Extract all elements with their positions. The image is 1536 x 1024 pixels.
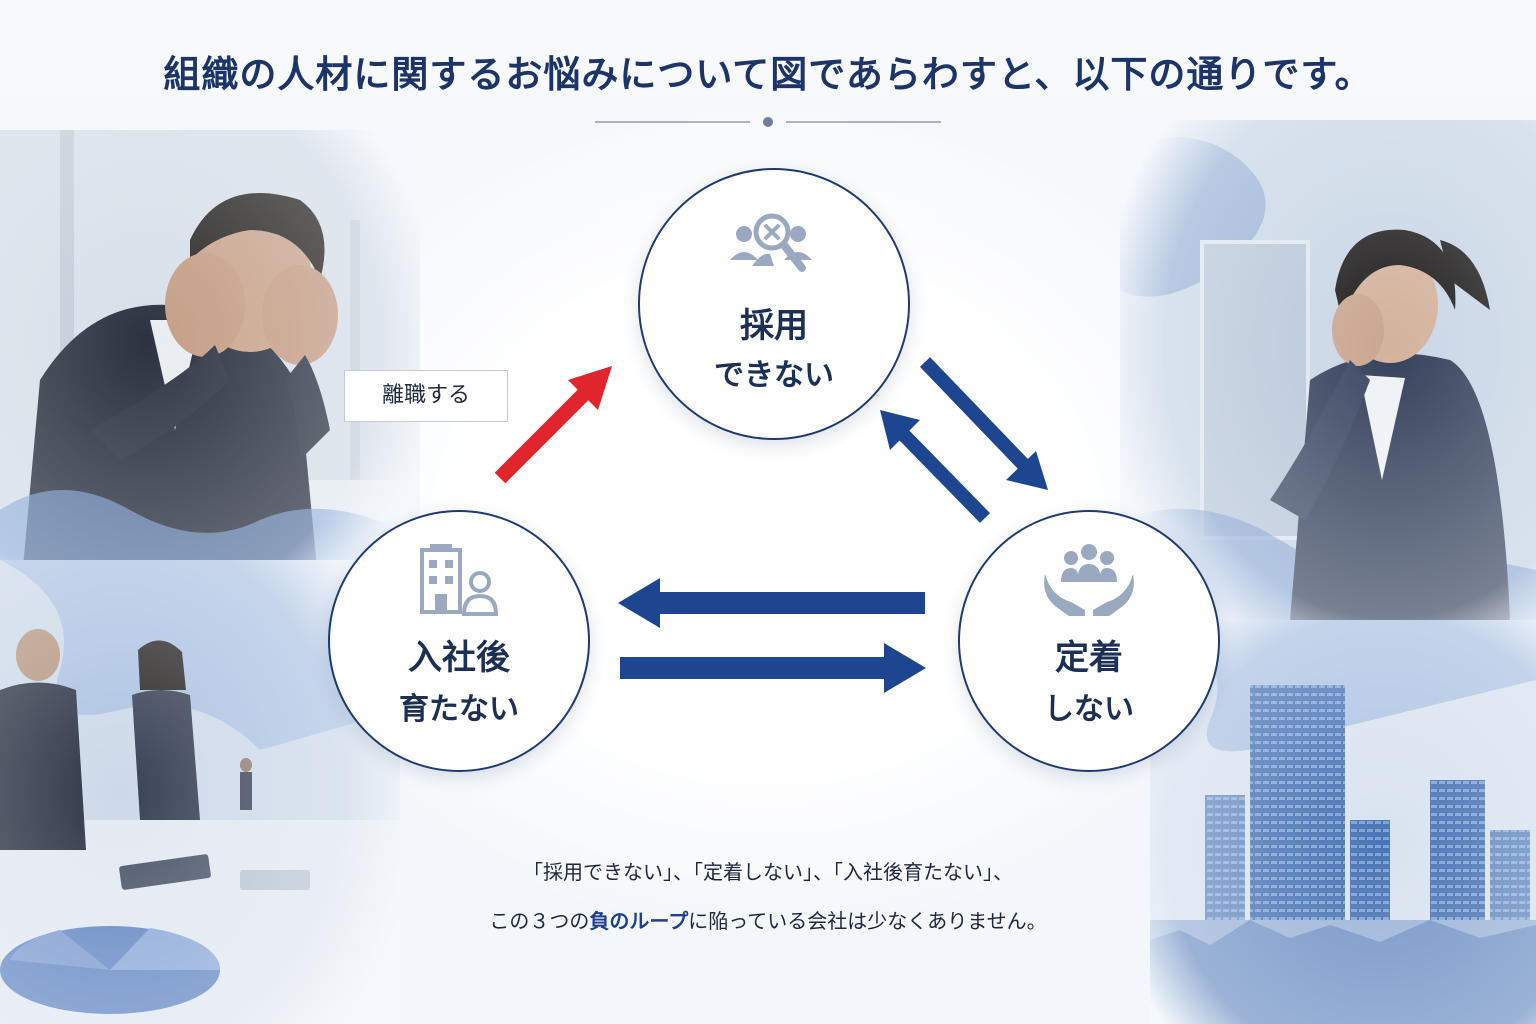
caption-line-2-after: に陥っている会社は少なくありません。 — [688, 909, 1047, 933]
node-development-label-2: 育たない — [399, 692, 519, 727]
node-development: 入社後 育たない — [328, 510, 590, 772]
team-hands-icon — [1041, 540, 1137, 620]
node-retention: 定着 しない — [958, 510, 1220, 772]
node-development-label-1: 入社後 — [408, 638, 510, 678]
caption-highlight-negative-loop: 負のループ — [589, 909, 689, 933]
page-title: 組織の人材に関するお悩みについて図であらわすと、以下の通りです。 — [163, 52, 1373, 96]
callout-turnover: 離職する — [344, 370, 508, 422]
node-retention-label-1: 定着 — [1055, 638, 1123, 678]
node-retention-label-2: しない — [1044, 692, 1134, 727]
photo-stressed-businesswoman — [1120, 120, 1536, 620]
caption-line-1: 「採用できない」、「定着しない」、「入社後育たない」、 — [523, 860, 1013, 884]
caption-line-2-before: この３つの — [489, 909, 590, 933]
title-divider — [595, 117, 941, 127]
node-recruiting-label-1: 採用 — [740, 306, 808, 346]
node-recruiting: 採用 できない — [638, 168, 910, 440]
photo-stressed-businessman — [0, 130, 420, 600]
people-search-icon — [726, 208, 822, 282]
building-person-icon — [416, 544, 502, 620]
node-recruiting-label-2: できない — [714, 358, 834, 393]
caption-line-2: この３つの負のループに陥っている会社は少なくありません。 — [0, 905, 1536, 934]
photo-city-skyline — [1150, 620, 1536, 1024]
